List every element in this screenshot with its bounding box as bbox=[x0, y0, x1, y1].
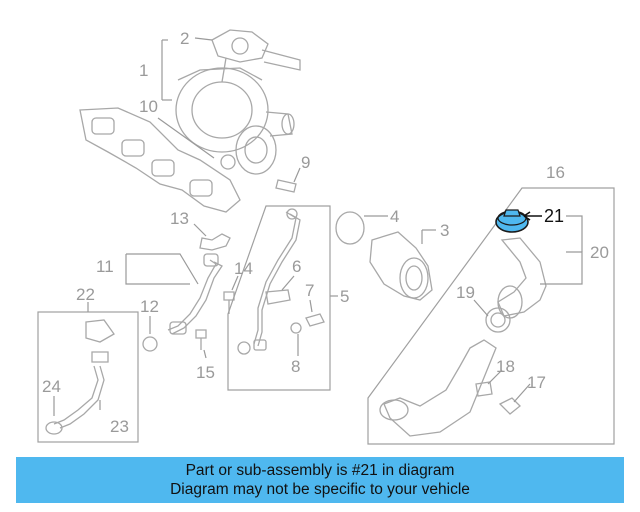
oil-line-drawing bbox=[142, 233, 235, 352]
turbocharger-drawing bbox=[79, 29, 301, 213]
charge-air-hose-drawing bbox=[379, 237, 547, 437]
callout-24[interactable]: 24 bbox=[42, 377, 61, 396]
callout-3[interactable]: 3 bbox=[440, 221, 449, 240]
box-16-leaders bbox=[473, 215, 583, 403]
callout-6[interactable]: 6 bbox=[292, 257, 301, 276]
turbocharger-leaders bbox=[157, 37, 301, 183]
callout-9[interactable]: 9 bbox=[301, 153, 310, 172]
callout-23[interactable]: 23 bbox=[110, 417, 129, 436]
callout-7[interactable]: 7 bbox=[305, 281, 314, 300]
box-16 bbox=[367, 187, 615, 445]
callout-10[interactable]: 10 bbox=[139, 97, 158, 116]
intake-pipe-leaders bbox=[364, 215, 436, 244]
callout-17[interactable]: 17 bbox=[527, 373, 546, 392]
callout-18[interactable]: 18 bbox=[496, 357, 515, 376]
callout-8[interactable]: 8 bbox=[291, 357, 300, 376]
callout-12[interactable]: 12 bbox=[140, 297, 159, 316]
callout-11[interactable]: 11 bbox=[96, 257, 114, 276]
callout-19[interactable]: 19 bbox=[456, 283, 475, 302]
intake-pipe-drawing bbox=[335, 211, 433, 301]
callout-5[interactable]: 5 bbox=[340, 287, 349, 306]
box-5 bbox=[227, 205, 331, 391]
caption-line-1: Part or sub-assembly is #21 in diagram bbox=[185, 462, 455, 479]
callout-labels: 1 2 3 4 5 6 7 8 9 10 11 12 13 14 15 16 1… bbox=[42, 29, 609, 436]
callout-1[interactable]: 1 bbox=[139, 61, 148, 80]
callout-14[interactable]: 14 bbox=[234, 259, 253, 278]
part-21-leader-arrow bbox=[523, 211, 542, 221]
callout-21[interactable]: 21 bbox=[544, 206, 564, 226]
oil-line-leaders bbox=[125, 223, 239, 359]
part-21-clamp[interactable] bbox=[495, 209, 529, 233]
callout-16[interactable]: 16 bbox=[546, 163, 565, 182]
caption-banner: Part or sub-assembly is #21 in diagram D… bbox=[16, 457, 624, 503]
callout-20[interactable]: 20 bbox=[590, 243, 609, 262]
callout-2[interactable]: 2 bbox=[180, 29, 189, 48]
box-22-leaders bbox=[53, 302, 101, 416]
box-5-leaders bbox=[281, 275, 338, 356]
callout-13[interactable]: 13 bbox=[170, 209, 189, 228]
callout-4[interactable]: 4 bbox=[390, 207, 399, 226]
callout-22[interactable]: 22 bbox=[76, 285, 95, 304]
caption-line-2: Diagram may not be specific to your vehi… bbox=[170, 481, 470, 498]
callout-15[interactable]: 15 bbox=[196, 363, 215, 382]
